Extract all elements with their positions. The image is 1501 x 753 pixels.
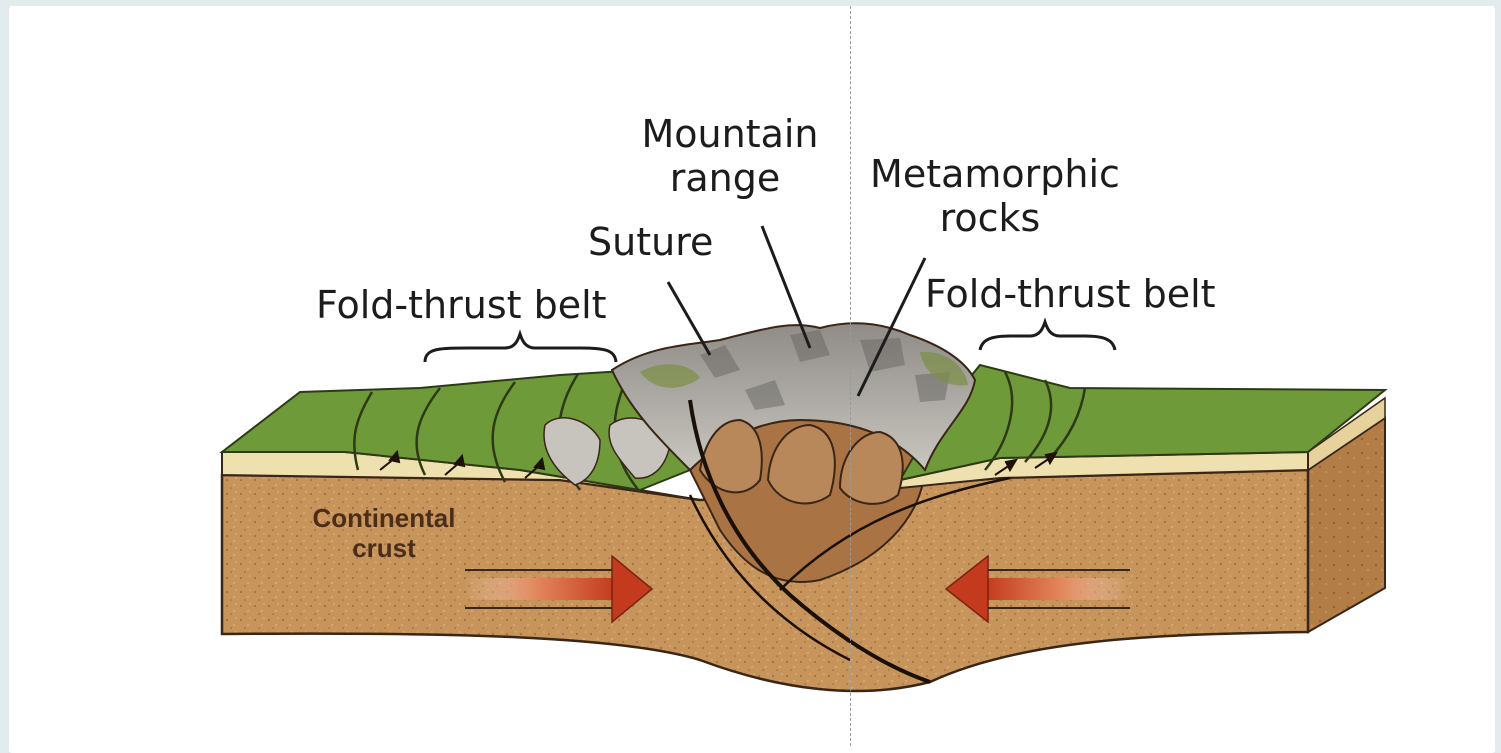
label-metamorphic-rocks: Metamorphic rocks [850, 152, 1140, 240]
label-fold-thrust-left: Fold-thrust belt [316, 283, 607, 327]
crust-line1: Continental [282, 503, 486, 533]
metamorphic-line2: rocks [840, 196, 1140, 240]
mountain-range-line2: range [620, 156, 830, 200]
brace-left [425, 334, 616, 362]
label-continental-crust: Continental crust [282, 503, 486, 563]
label-fold-thrust-right: Fold-thrust belt [925, 272, 1216, 316]
folded-lobes [700, 420, 903, 504]
label-mountain-range: Mountain range [630, 112, 830, 200]
brace-right [980, 322, 1115, 350]
metamorphic-line1: Metamorphic [850, 152, 1140, 196]
dashed-divider [850, 6, 851, 746]
crust-line2: crust [282, 533, 486, 563]
label-suture: Suture [588, 220, 713, 264]
mountain-range-line1: Mountain [630, 112, 830, 156]
